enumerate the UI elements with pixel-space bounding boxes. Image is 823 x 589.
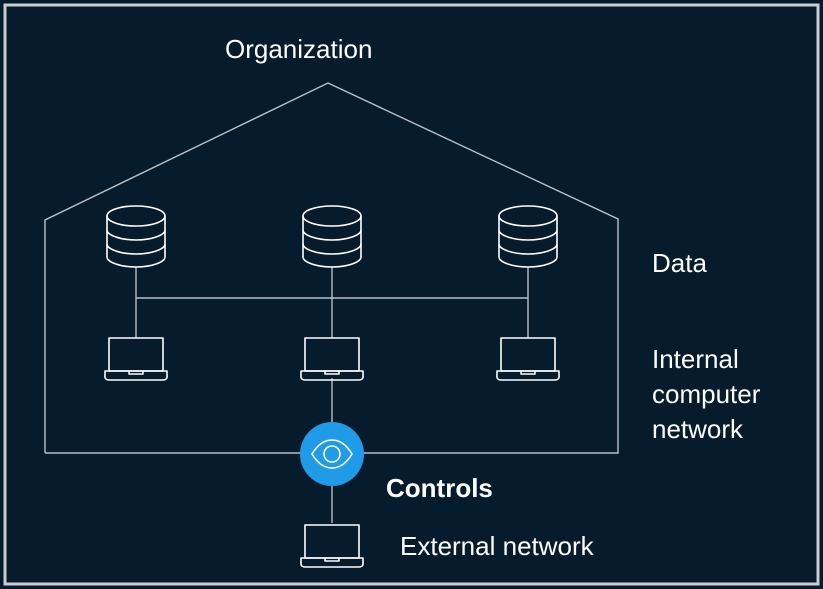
database-icon bbox=[302, 205, 362, 268]
internal-network-label-line-2: computer bbox=[652, 379, 761, 409]
internal-network-label-line-1: Internal bbox=[652, 344, 739, 374]
database-icon bbox=[498, 205, 558, 268]
laptop-icon bbox=[496, 337, 560, 381]
organization-house-outline bbox=[44, 82, 619, 454]
database-icon bbox=[106, 205, 166, 268]
controls-label: Controls bbox=[386, 473, 493, 503]
laptop-icon bbox=[300, 524, 364, 568]
data-label: Data bbox=[652, 248, 707, 278]
organization-label: Organization bbox=[225, 34, 373, 64]
outer-frame bbox=[3, 3, 820, 586]
laptop-icon bbox=[104, 337, 168, 381]
external-network-label: External network bbox=[400, 531, 594, 561]
network-lines bbox=[135, 267, 529, 523]
eye-icon bbox=[300, 422, 364, 486]
laptop-icon bbox=[300, 337, 364, 381]
internal-network-label-line-3: network bbox=[652, 414, 744, 444]
